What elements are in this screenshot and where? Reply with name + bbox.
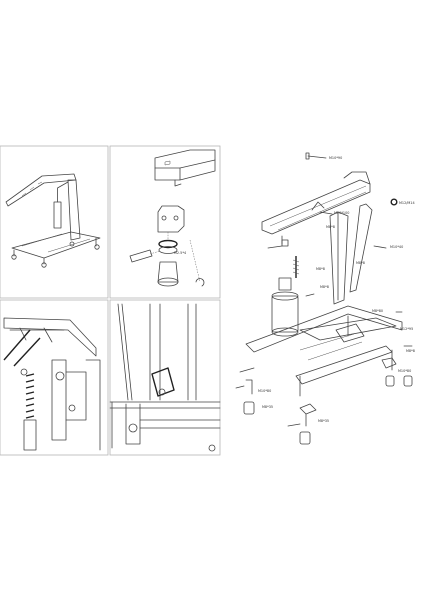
bolt-m20: M20*100 — [319, 211, 349, 215]
label-m8x35-a: M8*35 — [318, 419, 329, 423]
exploded-assembly: M10*90 M12/M14 M20*100 M10*40 M8*8 M — [235, 152, 415, 445]
label-nut: M12/M14 — [399, 201, 415, 205]
pivot-detail-drawing: M2.5*4 — [129, 149, 216, 287]
callout-label: M2.5*4 — [174, 251, 186, 255]
panel-detail-pivot: M2.5*4 — [109, 145, 221, 299]
label-m8-d: M8*8 — [406, 349, 415, 353]
panel-detail-jack — [0, 299, 109, 456]
bolt-m8-80 — [267, 235, 289, 249]
base-frame — [245, 305, 403, 397]
label-m20: M20*100 — [334, 211, 349, 215]
label-m8x35-b: M8*35 — [262, 405, 273, 409]
label-m10-c: M10*80 — [258, 389, 271, 393]
label-m8-c: M8*8 — [320, 285, 329, 289]
boom-arm — [261, 171, 371, 235]
caster-front-mid: M8*35 — [287, 403, 329, 445]
label-m8-a: M8*8 — [316, 267, 325, 271]
top-bolt-m10: M10*90 — [305, 152, 342, 160]
caster-front-left — [235, 367, 255, 415]
mast — [329, 211, 349, 305]
label-m10-40: M10*40 — [390, 245, 403, 249]
brace-arm: M8*8 M8*8 — [326, 203, 373, 293]
panel-overview — [0, 145, 109, 299]
label-m8-e: M8*8 — [326, 225, 335, 229]
bolt-m10-b: M10*80 — [398, 369, 411, 373]
jack-detail-drawing — [3, 317, 101, 451]
spring-coil — [25, 373, 35, 419]
label-m10-90: M10*90 — [329, 156, 342, 160]
label-m12: M12*95 — [400, 327, 413, 331]
label-m10-b: M10*80 — [398, 369, 411, 373]
caster-right — [381, 357, 397, 387]
nut-top: M12/M14 — [390, 198, 415, 206]
panel-detail-base — [109, 299, 221, 456]
bolt-m8-d: M8*8 — [403, 345, 415, 353]
bolt-m10-upper: M10*40 — [373, 245, 403, 249]
bolt-m10-c: M10*80 — [258, 389, 271, 393]
bolt-m8-80-label: M8*80 — [372, 309, 383, 313]
caster-far-right: M8*35 — [262, 375, 413, 409]
bolt-m8-a: M8*8 — [305, 267, 325, 297]
bolt-m12: M12*95 — [395, 311, 413, 331]
hydraulic-ram — [271, 256, 300, 337]
label-m8-80: M8*80 — [372, 309, 383, 313]
crane-overview-drawing — [5, 173, 101, 268]
bolt-m8-c: M8*8 — [320, 285, 329, 289]
label-m8-b: M8*8 — [356, 261, 365, 265]
base-detail-drawing — [109, 303, 221, 452]
